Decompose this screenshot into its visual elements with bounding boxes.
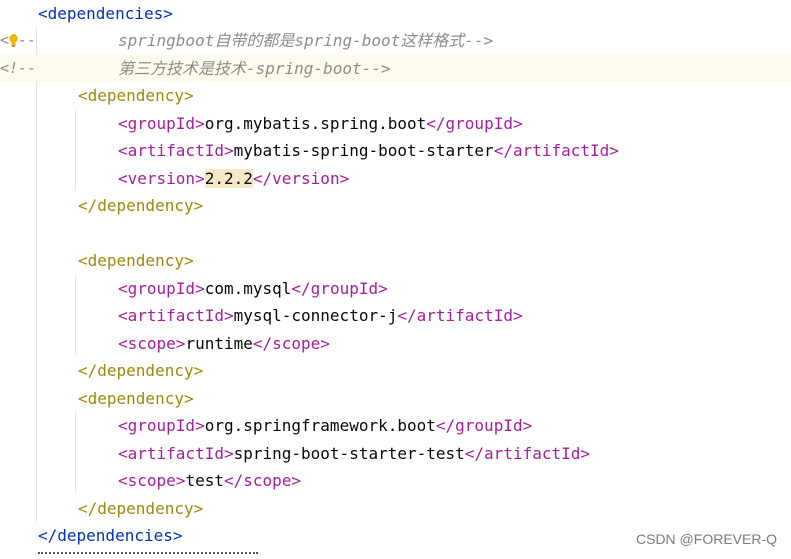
code-line[interactable]: <groupId>com.mysql</groupId> (0, 275, 791, 303)
xml-close-tag: </artifactId> (464, 443, 591, 463)
comment-gutter-marker: <!-- (0, 58, 37, 77)
comment-gutter-marker: <!-- (0, 31, 37, 49)
code-line[interactable]: <artifactId>mysql-connector-j</artifactI… (0, 302, 791, 330)
xml-value: mysql-connector-j (233, 306, 398, 325)
code-line[interactable]: <artifactId>spring-boot-starter-test</ar… (0, 440, 791, 468)
code-line[interactable]: <version>2.2.2</version> (0, 165, 791, 193)
xml-tag: <dependency> (78, 86, 194, 105)
xml-tag: </dependencies> (38, 526, 183, 545)
code-content: <dependency> (78, 82, 194, 110)
xml-tag: <dependencies> (38, 3, 173, 23)
xml-open-tag: <groupId> (118, 113, 205, 133)
indent-guide (75, 412, 76, 492)
code-content: <artifactId>spring-boot-starter-test</ar… (118, 440, 590, 468)
code-content: <version>2.2.2</version> (118, 165, 349, 193)
code-content: <dependency> (78, 385, 194, 413)
xml-tag: </dependency> (78, 361, 204, 380)
xml-close-tag: </groupId> (291, 278, 388, 298)
xml-open-tag: <groupId> (118, 278, 205, 298)
xml-value: mybatis-spring-boot-starter (233, 141, 494, 160)
code-line[interactable]: <groupId>org.springframework.boot</group… (0, 412, 791, 440)
code-line[interactable]: </dependency> (0, 495, 791, 523)
code-line[interactable]: <groupId>org.mybatis.spring.boot</groupI… (0, 110, 791, 138)
xml-tag: <dependency> (78, 388, 194, 408)
xml-comment: 第三方技术是技术-spring-boot--> (118, 58, 391, 78)
code-content: <artifactId>mysql-connector-j</artifactI… (118, 302, 523, 330)
code-line[interactable] (0, 220, 791, 248)
code-content: <groupId>com.mysql</groupId> (118, 275, 388, 303)
xml-value: com.mysql (204, 278, 292, 298)
code-content: 第三方技术是技术-spring-boot--> (118, 55, 391, 83)
xml-close-tag: </scope> (223, 471, 302, 490)
code-content: </dependencies> (38, 522, 183, 550)
code-line[interactable]: </dependencies> (0, 522, 791, 550)
xml-close-tag: </artifactId> (493, 141, 619, 160)
xml-tag: </dependency> (78, 498, 204, 518)
xml-open-tag: <artifactId> (118, 141, 234, 160)
code-line[interactable]: </dependency> (0, 192, 791, 220)
xml-value: test (185, 471, 224, 490)
xml-close-tag: </scope> (252, 333, 330, 353)
xml-value: 2.2.2 (204, 168, 253, 188)
code-content: <artifactId>mybatis-spring-boot-starter<… (118, 137, 619, 165)
lightbulb-icon[interactable] (8, 34, 19, 47)
code-line[interactable]: <dependency> (0, 385, 791, 413)
code-content: <groupId>org.springframework.boot</group… (118, 412, 532, 440)
code-content: <scope>test</scope> (118, 467, 301, 495)
xml-close-tag: </groupId> (435, 416, 533, 435)
code-content: </dependency> (78, 192, 203, 220)
code-content: </dependency> (78, 495, 203, 523)
xml-tag: </dependency> (78, 196, 204, 215)
xml-value: spring-boot-starter-test (233, 443, 465, 463)
xml-open-tag: <groupId> (118, 416, 205, 435)
code-content: <groupId>org.mybatis.spring.boot</groupI… (118, 110, 523, 138)
code-line[interactable]: <scope>test</scope> (0, 467, 791, 495)
code-content: <dependency> (78, 247, 194, 275)
xml-value: runtime (185, 333, 253, 353)
code-line[interactable]: <dependency> (0, 82, 791, 110)
indent-guide (36, 27, 37, 522)
xml-open-tag: <version> (118, 168, 205, 188)
xml-value: org.springframework.boot (204, 416, 436, 435)
code-line[interactable]: <!-- 第三方技术是技术-spring-boot--> (0, 54, 791, 83)
indent-guide (75, 110, 76, 190)
code-line[interactable]: <scope>runtime</scope> (0, 330, 791, 358)
xml-tag: <dependency> (78, 251, 194, 270)
indent-guide (75, 275, 76, 355)
watermark: CSDN @FOREVER-Q (636, 531, 777, 547)
xml-close-tag: </version> (252, 168, 350, 188)
xml-open-tag: <artifactId> (118, 306, 234, 325)
xml-value: org.mybatis.spring.boot (204, 113, 427, 133)
code-line[interactable]: <dependency> (0, 247, 791, 275)
xml-comment: springboot自带的都是spring-boot这样格式--> (118, 31, 494, 50)
xml-close-tag: </artifactId> (397, 306, 523, 325)
code-content: <scope>runtime</scope> (118, 330, 330, 358)
xml-open-tag: <artifactId> (118, 443, 234, 463)
code-content: </dependency> (78, 357, 203, 385)
cropped-line-fragment (38, 552, 258, 559)
xml-open-tag: <scope> (118, 333, 186, 353)
code-line[interactable]: <!-- springboot自带的都是spring-boot这样格式--> (0, 27, 791, 55)
code-content: springboot自带的都是spring-boot这样格式--> (118, 27, 493, 55)
xml-close-tag: </groupId> (426, 113, 523, 133)
code-line[interactable]: </dependency> (0, 357, 791, 385)
xml-open-tag: <scope> (118, 471, 186, 490)
code-line[interactable]: <artifactId>mybatis-spring-boot-starter<… (0, 137, 791, 165)
code-content: <dependencies> (38, 0, 173, 27)
code-line[interactable]: <dependencies> (0, 0, 791, 27)
